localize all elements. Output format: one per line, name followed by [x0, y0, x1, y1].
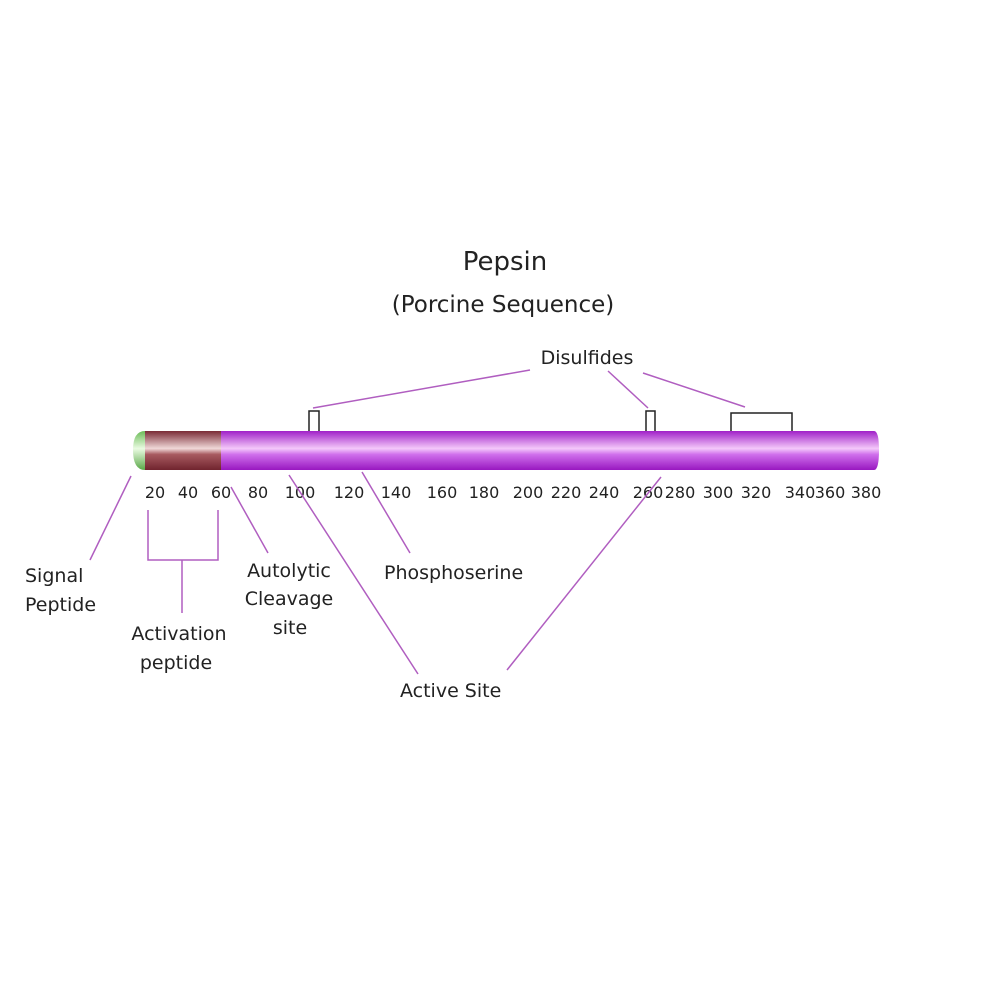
axis-tick-label: 280 [665, 483, 696, 502]
signal-peptide-label: Signal Peptide [25, 565, 96, 616]
autolytic-cleavage-label: Autolytic Cleavage site [245, 560, 340, 639]
activation-peptide-label: Activation peptide [131, 623, 232, 674]
protein-tube [133, 431, 879, 470]
axis-tick-label: 340 [785, 483, 816, 502]
axis-tick-label: 120 [334, 483, 365, 502]
axis-tick-label: 20 [145, 483, 165, 502]
axis-tick-label: 40 [178, 483, 198, 502]
axis-tick-label: 300 [703, 483, 734, 502]
signal-peptide-segment [133, 431, 145, 470]
mature-enzyme-segment [220, 431, 879, 470]
activation-peptide-segment [145, 431, 221, 470]
disulfides-label: Disulfides [541, 347, 634, 369]
diagram-subtitle: (Porcine Sequence) [392, 292, 615, 318]
axis-tick-label: 60 [211, 483, 231, 502]
axis-tick-label: 380 [851, 483, 882, 502]
axis-tick-label: 220 [551, 483, 582, 502]
diagram-title: Pepsin [463, 247, 548, 277]
annotation-lines [89, 471, 662, 675]
axis-tick-label: 320 [741, 483, 772, 502]
axis-tick-label: 180 [469, 483, 500, 502]
active-site-label: Active Site [400, 680, 501, 702]
phosphoserine-label: Phosphoserine [384, 562, 523, 584]
axis-tick-label: 240 [589, 483, 620, 502]
disulfide-leader-lines [312, 369, 746, 409]
axis-tick-label: 200 [513, 483, 544, 502]
axis-tick-label: 160 [427, 483, 458, 502]
axis-tick-label: 80 [248, 483, 268, 502]
disulfide-brackets [308, 410, 793, 432]
axis-tick-label: 360 [815, 483, 846, 502]
axis-tick-label: 140 [381, 483, 412, 502]
